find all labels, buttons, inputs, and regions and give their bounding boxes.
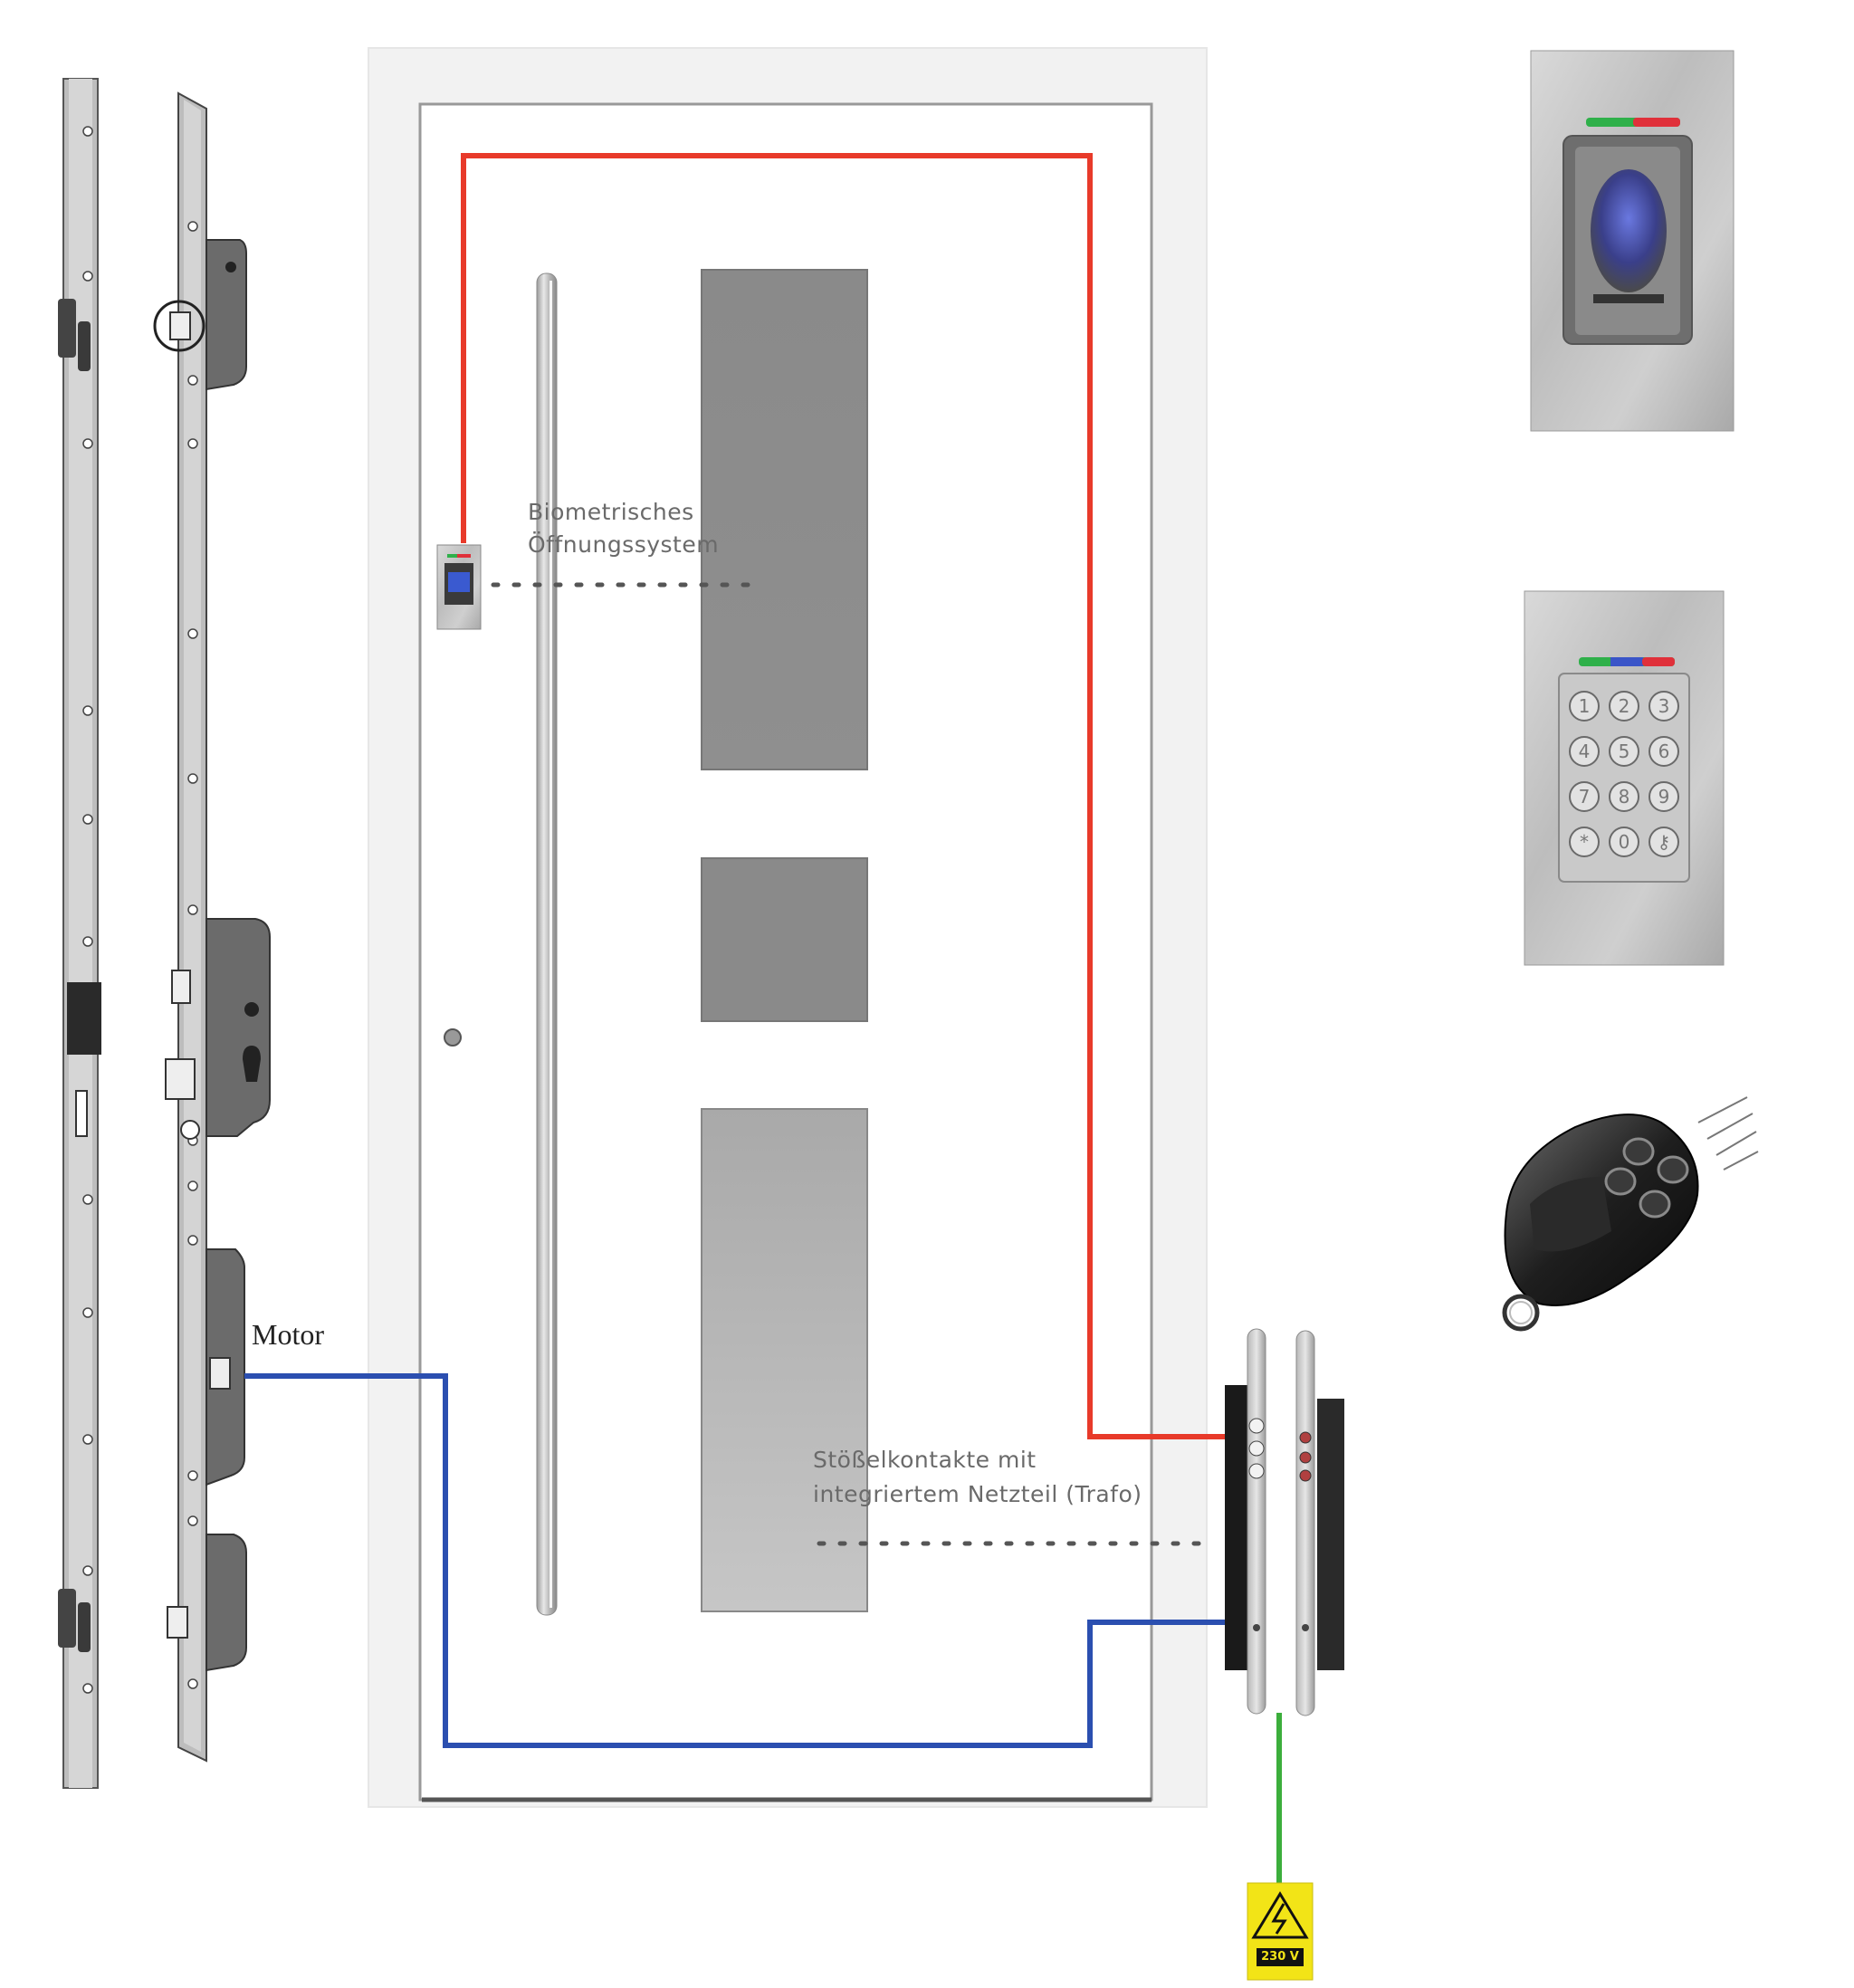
lock-strip-side-view	[58, 78, 101, 1789]
keypad-key	[1569, 691, 1600, 722]
high-voltage-icon	[1247, 1882, 1314, 1981]
keypad-key	[1569, 781, 1600, 812]
multipoint-lock-front-view	[153, 91, 271, 1763]
keypad-key-label: 2	[1619, 695, 1630, 717]
keypad-key-label: 7	[1579, 786, 1591, 808]
door-fingerprint-reader-icon	[436, 544, 482, 630]
keypad-key	[1649, 827, 1679, 857]
keypad-key	[1649, 691, 1679, 722]
door	[368, 47, 1208, 1808]
keypad-key-label: 1	[1579, 695, 1591, 717]
keypad-key	[1649, 736, 1679, 767]
keypad-key	[1569, 827, 1600, 857]
keypad-key-label: 6	[1658, 741, 1670, 762]
contacts-label-line1: Stößelkontakte mit	[813, 1447, 1037, 1473]
keypad-key	[1609, 691, 1639, 722]
keypad-key	[1609, 736, 1639, 767]
keypad-key-label: 8	[1619, 786, 1630, 808]
voltage-label: 230 V	[1261, 1950, 1299, 1964]
blue-wire-motor	[244, 1373, 1226, 1748]
keypad-key-label: 5	[1619, 741, 1630, 762]
keypad-key-label: 9	[1658, 786, 1670, 808]
red-wire	[461, 153, 1226, 1439]
biometric-label-line1: Biometrisches	[528, 499, 694, 525]
contacts-label-line2: integriertem Netzteil (Trafo)	[813, 1481, 1142, 1507]
fingerprint-reader-icon	[1530, 50, 1735, 432]
keypad-key-label: 4	[1579, 741, 1591, 762]
keypad-key	[1609, 827, 1639, 857]
keypad-key	[1569, 736, 1600, 767]
keypad-key	[1609, 781, 1639, 812]
keypad-key-label: ⚷	[1658, 831, 1671, 853]
keypad-key-label: 0	[1619, 831, 1630, 853]
door-window-bottom	[701, 1108, 868, 1612]
biometric-label-line2: Öffnungssystem	[528, 531, 720, 558]
door-window-middle	[701, 857, 868, 1022]
contact-unit-with-power-supply	[1225, 1328, 1344, 1716]
wiring	[244, 153, 1282, 1883]
remote-control-icon	[1502, 1096, 1759, 1332]
keypad-key-label: 3	[1658, 695, 1670, 717]
keypad-key	[1649, 781, 1679, 812]
motor-label: Motor	[252, 1318, 324, 1351]
keypad-key-label: *	[1580, 831, 1589, 853]
keyhole-icon	[444, 1028, 462, 1047]
keypad-icon: 1 2 3 4 5 6 7 8 9 * 0 ⚷	[1524, 590, 1725, 966]
door-window-top	[701, 269, 868, 770]
